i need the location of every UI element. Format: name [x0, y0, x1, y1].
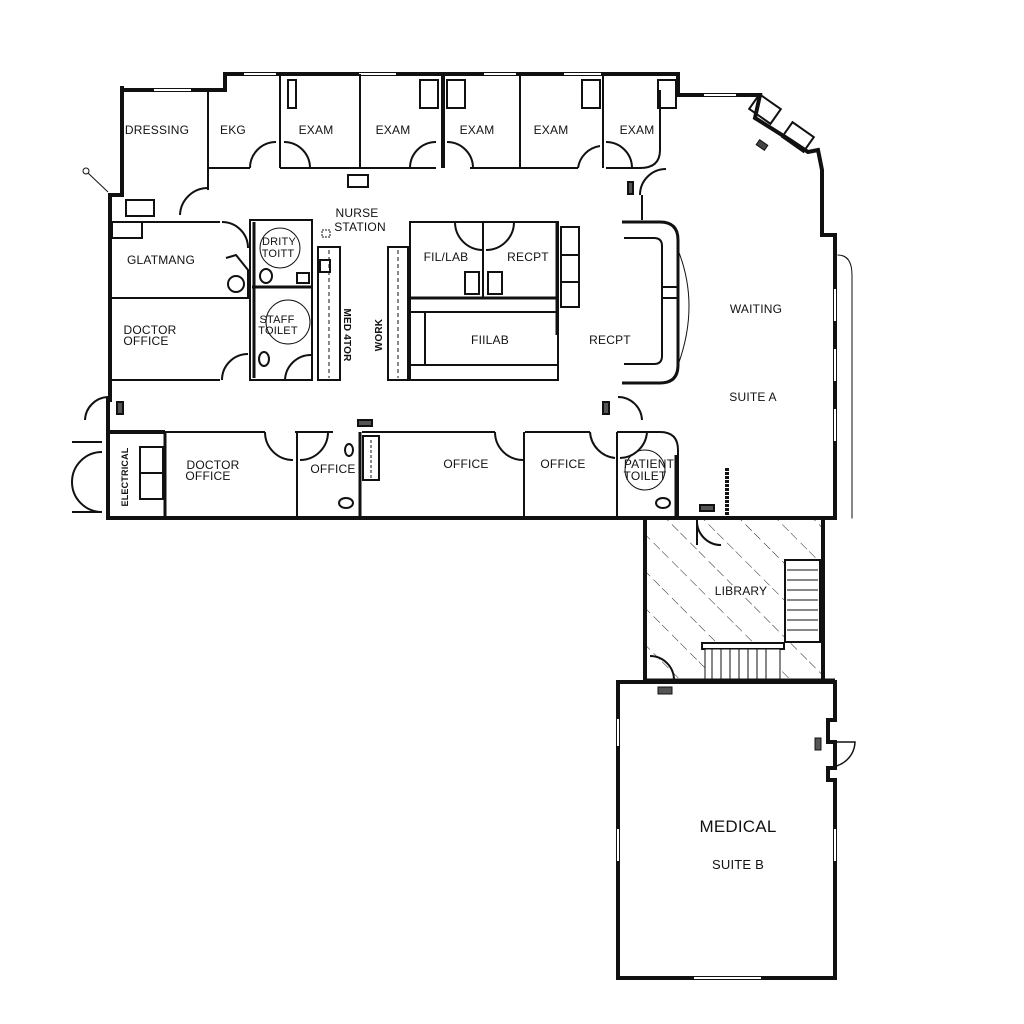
- room-label-suite-b: SUITE B: [712, 857, 764, 872]
- room-label-medical: MEDICAL: [699, 817, 777, 836]
- room-label-staff-toilet-1: STAFF: [259, 314, 295, 326]
- suite-b-walls: [616, 680, 856, 980]
- room-label-office-2: OFFICE: [443, 457, 489, 471]
- room-label-doctor-office-lower-2: OFFICE: [185, 469, 231, 483]
- room-label-nurse-station-1: NURSE: [335, 206, 379, 220]
- room-label-exam-5: EXAM: [619, 123, 655, 137]
- library-area: [643, 519, 835, 695]
- room-label-exam-4: EXAM: [533, 123, 569, 137]
- bottom-rooms-walls: [71, 430, 729, 518]
- room-label-library: LIBRARY: [712, 584, 770, 598]
- entry-vestibule: [747, 92, 816, 154]
- room-label-suite-a: SUITE A: [729, 390, 777, 404]
- room-label-staff-toilet-2: TOILET: [258, 325, 298, 337]
- room-label-fiilab: FIILAB: [471, 333, 509, 347]
- central-walls: [110, 219, 690, 385]
- suite-a-exterior-walls: [106, 72, 853, 520]
- top-rooms-walls: [111, 74, 677, 239]
- room-label-dirty-toilet-2: TOITT: [261, 248, 295, 260]
- room-label-fil-lab: FIL/LAB: [423, 250, 469, 264]
- room-label-exam-2: EXAM: [375, 123, 411, 137]
- room-label-recpt-small: RECPT: [507, 250, 549, 264]
- room-label-dirty-toilet-1: DRITY: [262, 236, 296, 248]
- room-label-office-1: OFFICE: [310, 462, 356, 476]
- room-label-patient-toilet-1: PATIENT: [623, 457, 675, 471]
- flag-pole: [82, 167, 109, 193]
- room-label-doctor-office-lower-1: DOCTOR: [186, 458, 240, 472]
- room-label-office-3: OFFICE: [540, 457, 586, 471]
- room-label-doctor-office-upper-1: DOCTOR: [123, 323, 177, 337]
- room-label-doctor-office-upper-2: OFFICE: [123, 334, 169, 348]
- room-label-nurse-station-2: STATION: [334, 220, 386, 234]
- room-label-med-room: MED 4TOR: [341, 308, 352, 362]
- corridor-details: [84, 168, 715, 512]
- room-label-glatmang: GLATMANG: [126, 253, 196, 267]
- room-label-electrical: ELECTRICAL: [120, 447, 130, 507]
- room-label-work: WORK: [374, 318, 385, 352]
- room-label-waiting: WAITING: [729, 302, 783, 316]
- room-label-ekg: EKG: [220, 123, 246, 137]
- room-label-dressing: DRESSING: [124, 123, 190, 137]
- room-label-exam-1: EXAM: [298, 123, 334, 137]
- room-label-patient-toilet-2: TOILET: [623, 469, 667, 483]
- room-label-exam-3: EXAM: [459, 123, 495, 137]
- room-label-recpt-main: RECPT: [589, 333, 631, 347]
